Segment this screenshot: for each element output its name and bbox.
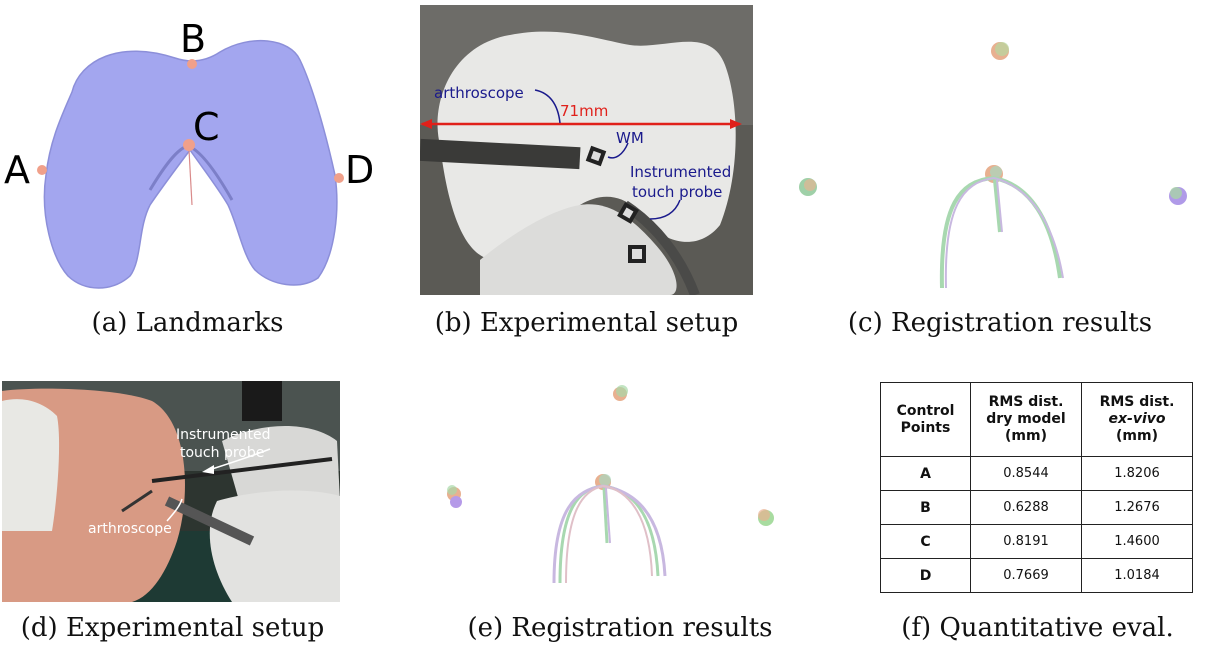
cell-dry: 0.8191	[970, 524, 1082, 559]
rms-distance-table: Control Points RMS dist. dry model (mm) …	[880, 382, 1193, 593]
panel-f-quantitative-eval: Control Points RMS dist. dry model (mm) …	[880, 382, 1193, 593]
landmark-label-c: C	[193, 105, 220, 149]
ex-vivo-setup-photo: Instrumented touch probe arthroscope	[2, 381, 340, 602]
table-header-row: Control Points RMS dist. dry model (mm) …	[880, 382, 1193, 457]
label-probe-d-line2: touch probe	[180, 445, 264, 461]
table-row: A 0.8544 1.8206	[880, 456, 1193, 491]
table-row: D 0.7669 1.0184	[880, 558, 1193, 593]
cell-point: B	[880, 490, 971, 525]
landmark-c-marker	[183, 139, 195, 151]
landmark-b-marker	[187, 59, 197, 69]
panel-d-experimental-setup: Instrumented touch probe arthroscope	[2, 381, 340, 602]
cell-exvivo: 1.8206	[1081, 456, 1193, 491]
panel-b-experimental-setup: arthroscope 71mm WM Instrumented touch p…	[419, 5, 753, 297]
panel-e-registration-results	[430, 378, 790, 603]
cell-dry: 0.7669	[970, 558, 1082, 593]
cell-point: D	[880, 558, 971, 593]
caption-d: (d) Experimental setup	[20, 613, 325, 643]
landmark-d-marker	[334, 173, 344, 183]
label-probe-d-line1: Instrumented	[176, 427, 271, 443]
caption-f: (f) Quantitative eval.	[901, 613, 1174, 643]
landmark-label-a: A	[4, 148, 30, 192]
cell-exvivo: 1.0184	[1081, 558, 1193, 593]
landmark-label-d: D	[345, 148, 374, 192]
caption-b: (b) Experimental setup	[434, 308, 739, 338]
table-row: B 0.6288 1.2676	[880, 490, 1193, 525]
label-arthroscope-b: arthroscope	[434, 84, 524, 102]
label-probe-b-line1: Instrumented	[630, 163, 731, 181]
header-rms-ex-vivo: RMS dist. ex-vivo (mm)	[1081, 382, 1193, 457]
label-probe-b-line2: touch probe	[632, 183, 722, 201]
cell-exvivo: 1.4600	[1081, 524, 1193, 559]
label-wm: WM	[616, 129, 644, 147]
femur-model-image: B C A D	[4, 17, 374, 289]
label-distance-71mm: 71mm	[560, 102, 608, 120]
caption-e: (e) Registration results	[467, 613, 773, 643]
caption-a: (a) Landmarks	[91, 308, 284, 338]
header-rms-dry-model: RMS dist. dry model (mm)	[970, 382, 1082, 457]
landmark-a-marker	[37, 165, 47, 175]
panel-c-registration-results	[790, 30, 1200, 300]
setup-photo: arthroscope 71mm WM Instrumented touch p…	[419, 5, 753, 297]
cell-exvivo: 1.2676	[1081, 490, 1193, 525]
cell-dry: 0.6288	[970, 490, 1082, 525]
label-arthroscope-d: arthroscope	[88, 521, 172, 537]
table-row: C 0.8191 1.4600	[880, 524, 1193, 559]
registration-plot-c	[799, 42, 1187, 289]
caption-c: (c) Registration results	[847, 308, 1153, 338]
cell-point: A	[880, 456, 971, 491]
cell-dry: 0.8544	[970, 456, 1082, 491]
cell-point: C	[880, 524, 971, 559]
landmark-label-b: B	[180, 17, 206, 61]
header-control-points: Control Points	[880, 382, 971, 457]
registration-plot-e	[447, 385, 774, 584]
panel-a-landmarks: B C A D	[0, 0, 395, 300]
